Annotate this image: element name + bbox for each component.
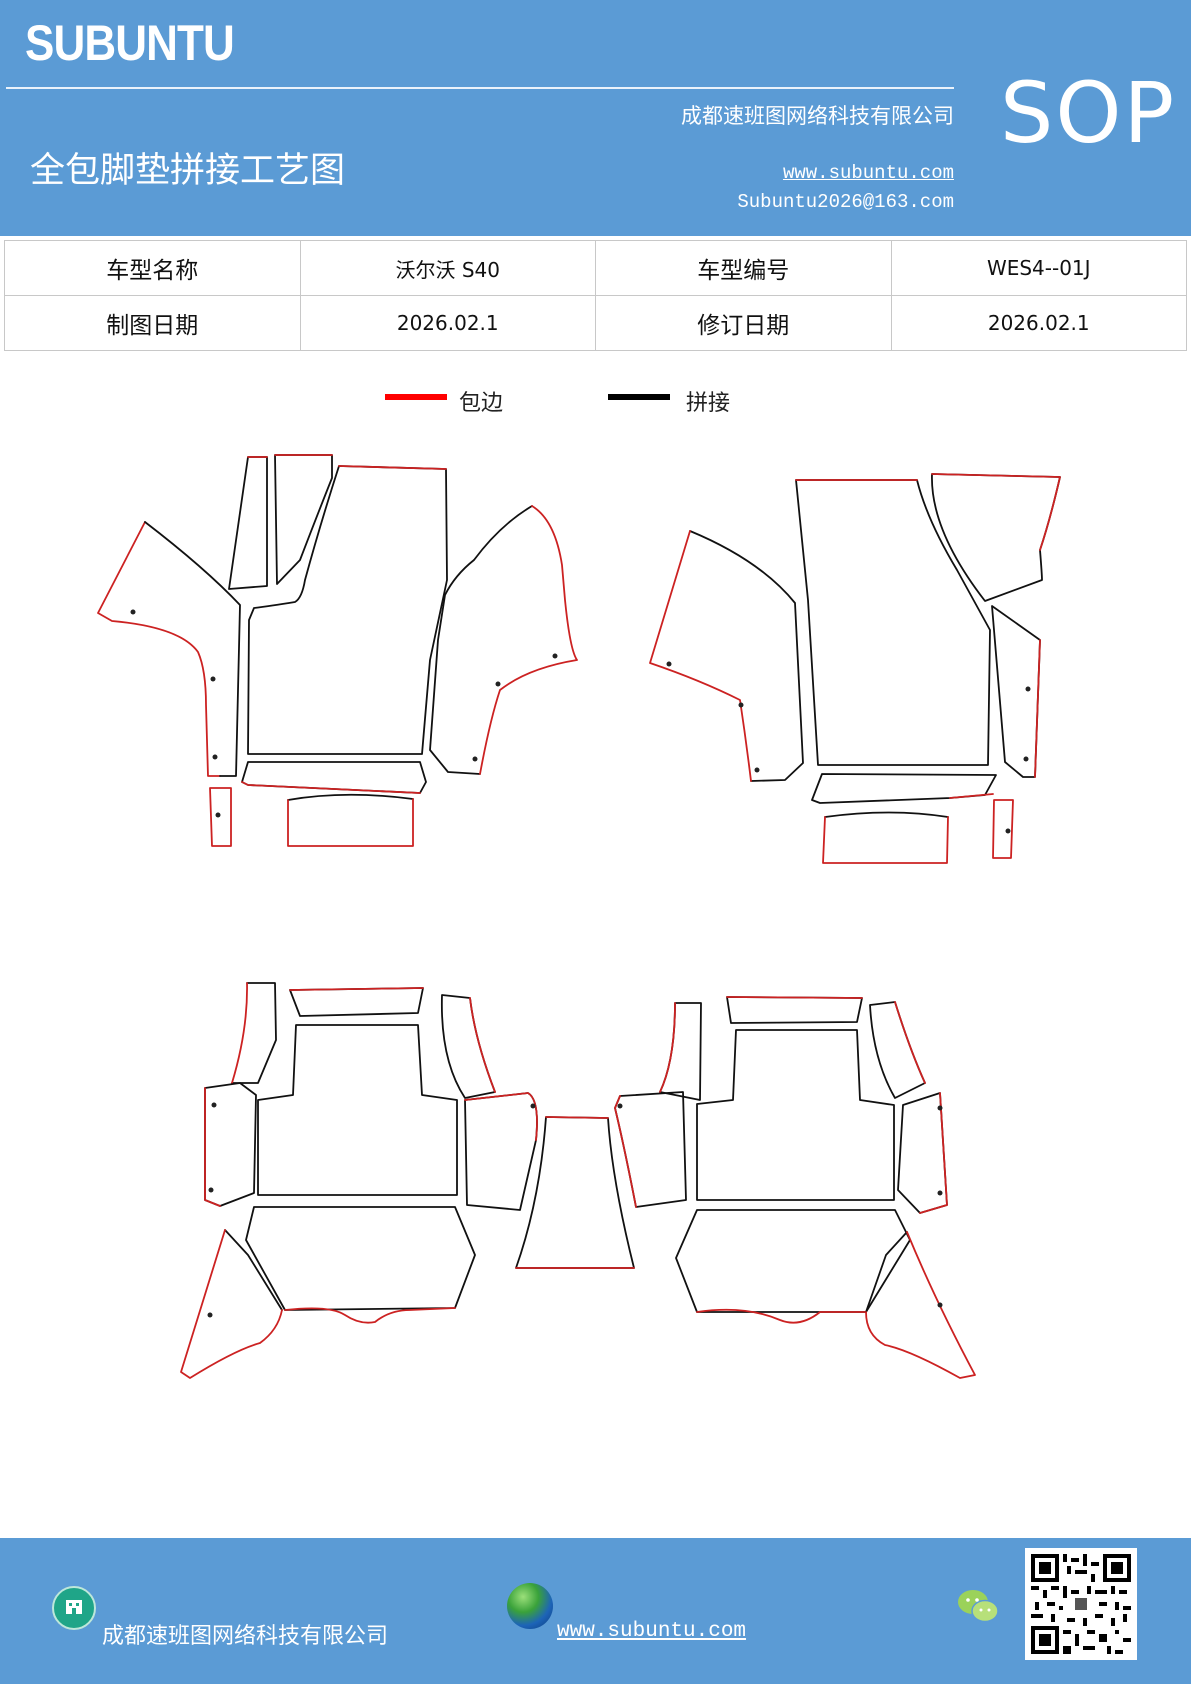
header-banner: SUBUNTU SOP 成都速班图网络科技有限公司 全包脚垫拼接工艺图 www.… — [0, 0, 1191, 236]
globe-icon — [507, 1583, 553, 1629]
rear-right-mat-set — [614, 996, 976, 1379]
front-right-mat-set — [649, 473, 1061, 864]
website-link[interactable]: www.subuntu.com — [782, 162, 954, 184]
drawing-date-label: 制图日期 — [4, 295, 301, 351]
vehicle-info-table: 车型名称 沃尔沃 S40 车型编号 WES4--01J 制图日期 2026.02… — [4, 240, 1187, 351]
email-address[interactable]: Subuntu2026@163.com — [737, 191, 954, 213]
footer-banner: 成都速班图网络科技有限公司 www.subuntu.com — [0, 1538, 1191, 1684]
floor-mat-pattern-drawing — [97, 454, 1061, 1379]
model-name-value: 沃尔沃 S40 — [299, 240, 596, 296]
model-code-value: WES4--01J — [890, 240, 1187, 296]
sop-badge: SOP — [1000, 64, 1177, 162]
brand-logo: SUBUNTU — [25, 15, 235, 71]
model-name-label: 车型名称 — [4, 240, 301, 296]
page-title: 全包脚垫拼接工艺图 — [30, 151, 346, 191]
qr-code — [1025, 1548, 1137, 1660]
revision-date-value: 2026.02.1 — [890, 295, 1187, 351]
drawing-date-value: 2026.02.1 — [299, 295, 596, 351]
front-left-mat-set — [97, 454, 578, 847]
header-divider — [6, 87, 954, 89]
legend-black-swatch — [608, 394, 670, 400]
rear-left-mat-set — [180, 982, 635, 1379]
table-row: 车型名称 沃尔沃 S40 车型编号 WES4--01J — [4, 240, 1187, 296]
model-code-label: 车型编号 — [595, 240, 892, 296]
wechat-icon[interactable] — [955, 1586, 1001, 1626]
table-row: 制图日期 2026.02.1 修订日期 2026.02.1 — [4, 295, 1187, 351]
legend-label: 拼接 — [686, 391, 731, 416]
revision-date-label: 修订日期 — [595, 295, 892, 351]
legend-red-swatch — [385, 394, 447, 400]
building-icon — [52, 1586, 96, 1630]
footer-company-name: 成都速班图网络科技有限公司 — [102, 1624, 389, 1649]
footer-website-link[interactable]: www.subuntu.com — [557, 1620, 747, 1643]
legend-label: 包边 — [459, 391, 504, 416]
company-name: 成都速班图网络科技有限公司 — [681, 104, 954, 128]
